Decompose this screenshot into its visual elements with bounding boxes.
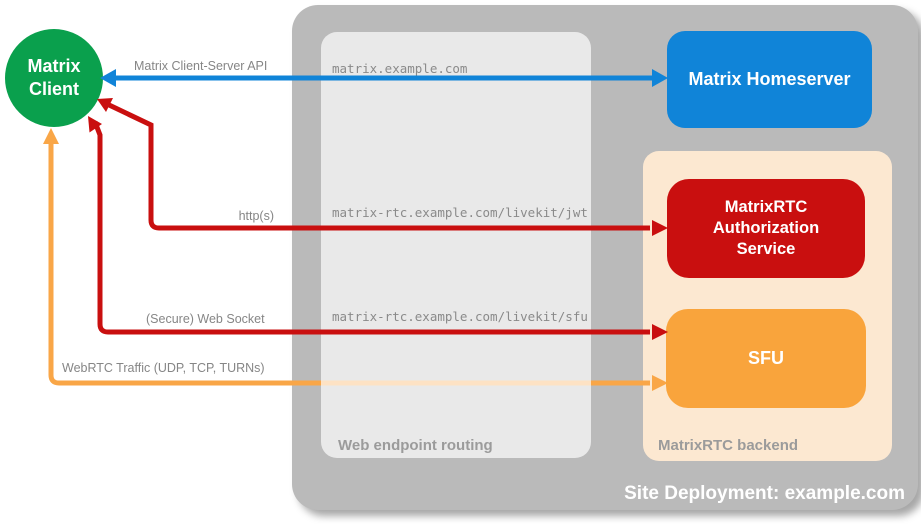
auth-service-label: MatrixRTC Authorization Service [712, 198, 820, 258]
web-endpoint-routing-box [321, 32, 591, 458]
web-endpoint-routing-label: Web endpoint routing [338, 437, 493, 454]
webrtc-traffic-label: WebRTC Traffic (UDP, TCP, TURNs) [62, 361, 265, 375]
matrix-homeserver-node: Matrix Homeserver [667, 31, 872, 128]
web-socket-label: (Secure) Web Socket [146, 312, 265, 326]
route-matrix-example-com: matrix.example.com [332, 61, 468, 76]
matrixrtc-backend-label: MatrixRTC backend [658, 437, 799, 454]
sfu-node: SFU [666, 309, 866, 408]
matrix-client-label: Matrix Client [27, 56, 81, 99]
https-label: http(s) [238, 209, 274, 223]
site-deployment-title: Site Deployment: example.com [624, 483, 905, 504]
matrix-client-node: Matrix Client [5, 29, 103, 127]
matrix-homeserver-label: Matrix Homeserver [688, 69, 851, 89]
sfu-label: SFU [748, 348, 784, 368]
route-livekit-sfu: matrix-rtc.example.com/livekit/sfu [332, 309, 588, 324]
route-livekit-jwt: matrix-rtc.example.com/livekit/jwt [332, 205, 588, 220]
matrixrtc-authorization-service-node: MatrixRTC Authorization Service [667, 179, 865, 278]
client-server-api-label: Matrix Client-Server API [134, 59, 268, 73]
